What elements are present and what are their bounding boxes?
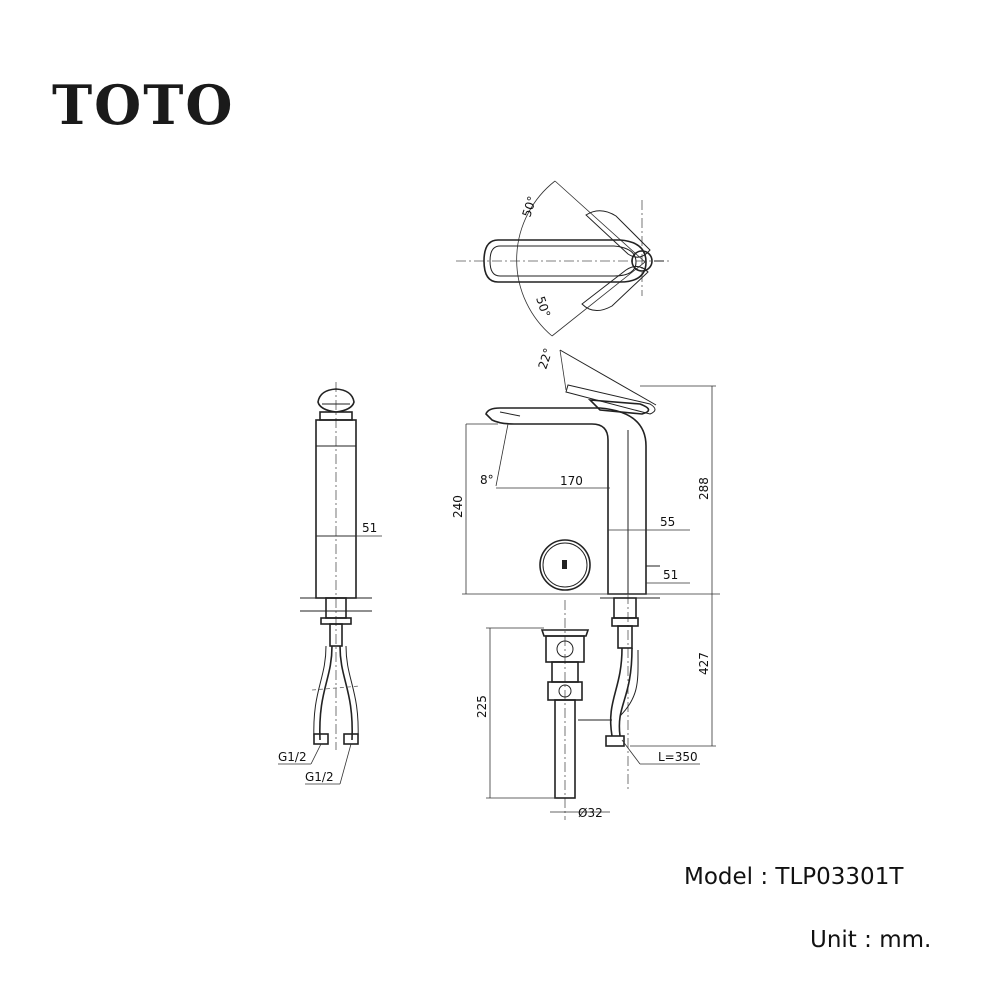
top-view <box>456 180 672 337</box>
side-view <box>278 382 382 785</box>
unit-label: Unit : mm. <box>810 927 932 953</box>
side-body-width-label: 51 <box>362 521 377 535</box>
front-view <box>462 349 720 820</box>
model-number: Model : TLP03301T <box>684 864 904 890</box>
spout-reach-label: 170 <box>560 474 583 488</box>
drain-diameter-label: Ø32 <box>578 806 603 820</box>
lever-rotation-up-label: 50° <box>520 194 540 219</box>
hose-length-label: L=350 <box>658 750 698 764</box>
spout-height-label: 240 <box>451 495 465 518</box>
total-height-label: 288 <box>697 477 711 500</box>
lever-tilt-label: 22° <box>536 346 556 371</box>
g-half-label-1: G1/2 <box>278 750 307 764</box>
spout-angle-label: 8° <box>480 473 494 487</box>
body-depth-label: 55 <box>660 515 675 529</box>
lever-rotation-down-label: 50° <box>533 295 553 320</box>
g-half-label-2: G1/2 <box>305 770 334 784</box>
toto-logo: TOTO <box>52 73 235 137</box>
below-counter-label: 427 <box>697 652 711 675</box>
base-diameter-label: 51 <box>663 568 678 582</box>
drain-length-label: 225 <box>475 695 489 718</box>
